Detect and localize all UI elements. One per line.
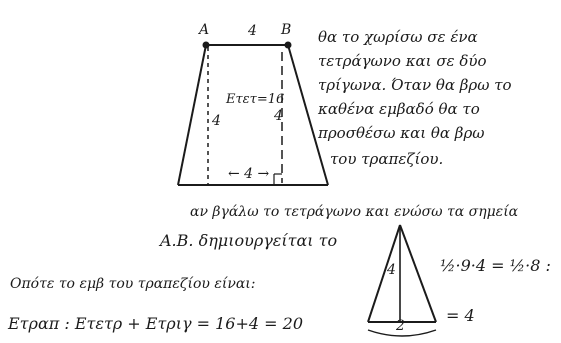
trapezoid-right-edge	[287, 44, 329, 186]
vertex-a-label: A	[199, 22, 210, 38]
trapezoid-figure	[177, 41, 329, 186]
triangle-figure	[367, 224, 437, 337]
conclusion-line-1: Οπότε το εμβ του τραπεζίου είναι:	[10, 276, 256, 292]
triangle-area-formula: ½·9·4 = ½·8 :	[440, 256, 551, 275]
height-mark-label: 4	[274, 108, 283, 124]
triangle-left-edge	[367, 224, 401, 323]
triangle-base-brace	[367, 329, 437, 337]
triangle-base-label: 2	[396, 318, 405, 334]
vertex-b-label: B	[281, 22, 292, 38]
top-length-label: 4	[248, 23, 257, 39]
middle-text-line-2: Α.Β. δημιουργείται το	[160, 231, 338, 250]
triangle-height-label: 4	[387, 262, 396, 278]
left-length-label: 4	[212, 113, 221, 129]
explanation-line-5: προσθέσω και θα βρω	[318, 124, 485, 142]
explanation-line-2: τετράγωνο και σε δύο	[318, 52, 487, 70]
trapezoid-left-edge	[177, 44, 207, 186]
triangle-right-edge	[399, 224, 437, 323]
explanation-line-4: καθένα εμβαδό θα το	[318, 100, 480, 118]
explanation-line-1: θα το χωρίσω σε ένα	[318, 28, 478, 46]
vertex-a-dot	[202, 41, 210, 49]
explanation-line-6: του τραπεζίου.	[330, 150, 444, 168]
bottom-segment-label: ← 4 →	[228, 166, 270, 182]
vertex-b-dot	[284, 41, 292, 49]
explanation-line-3: τρίγωνα. Όταν θα βρω το	[318, 76, 512, 94]
square-area-label: Ετετ=16	[226, 92, 285, 107]
conclusion-line-2: Ετραπ : Ετετρ + Ετριγ = 16+4 = 20	[8, 314, 304, 333]
triangle-area-result: = 4	[446, 306, 475, 325]
middle-text-line-1: αν βγάλω το τετράγωνο και ενώσω τα σημεί…	[190, 204, 519, 220]
